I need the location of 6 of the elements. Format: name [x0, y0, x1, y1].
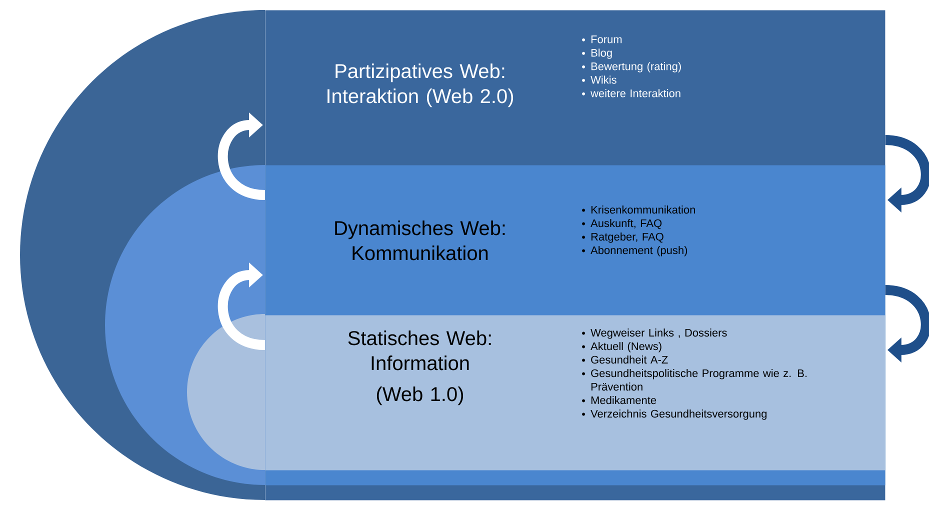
list-item: Bewertung (rating) [591, 62, 681, 72]
list-item: Wikis [590, 76, 616, 84]
list-item: weitere Interaktion [590, 89, 680, 98]
heading: Partizipatives Web: Interaktion (Web 2.0) [328, 64, 514, 108]
list-item: Forum [591, 36, 622, 44]
list-item: Blog [591, 48, 612, 59]
